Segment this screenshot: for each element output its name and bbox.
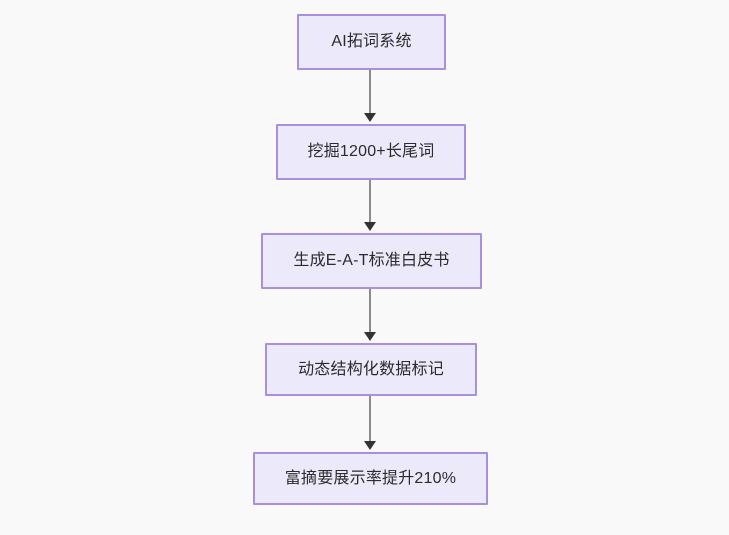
edge-line	[369, 180, 371, 224]
arrowhead-icon	[364, 441, 376, 450]
edge-line	[369, 289, 371, 334]
node-ai-keyword-system[interactable]: AI拓词系统	[297, 14, 446, 70]
node-rich-snippet-uplift[interactable]: 富摘要展示率提升210%	[253, 452, 488, 505]
edge-line	[369, 70, 371, 115]
edge-line	[369, 396, 371, 443]
node-dynamic-structured-data-markup[interactable]: 动态结构化数据标记	[265, 343, 477, 396]
arrowhead-icon	[364, 113, 376, 122]
arrowhead-icon	[364, 332, 376, 341]
node-mine-longtail-keywords[interactable]: 挖掘1200+长尾词	[276, 124, 466, 180]
node-label: 富摘要展示率提升210%	[284, 469, 457, 487]
arrowhead-icon	[364, 222, 376, 231]
node-label: 动态结构化数据标记	[298, 360, 444, 378]
node-label: 生成E-A-T标准白皮书	[293, 252, 450, 270]
node-label: 挖掘1200+长尾词	[307, 143, 435, 161]
node-label: AI拓词系统	[331, 33, 412, 51]
node-generate-eat-whitepaper[interactable]: 生成E-A-T标准白皮书	[261, 233, 482, 289]
